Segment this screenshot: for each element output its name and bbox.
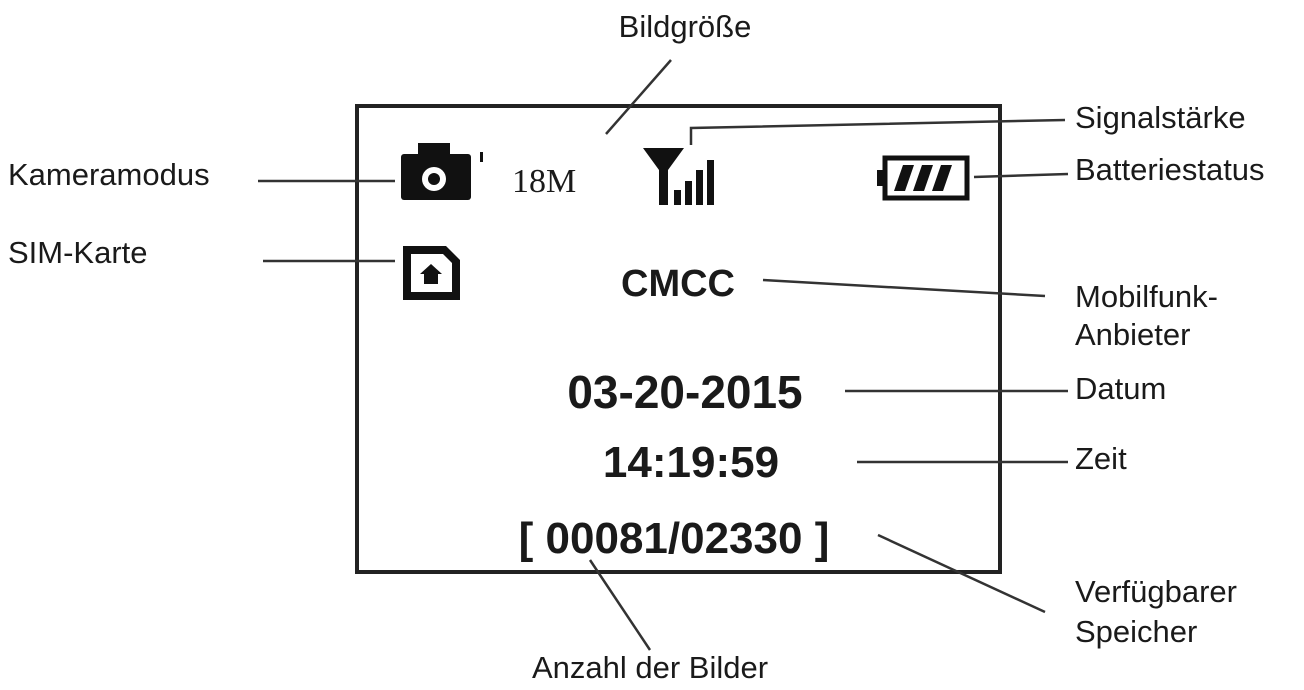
label-speicher-line1: Verfügbarer: [1075, 574, 1237, 609]
label-anzahl: Anzahl der Bilder: [532, 650, 768, 685]
label-mobilfunk-line1: Mobilfunk-: [1075, 279, 1218, 314]
leader-signalstaerke: [689, 118, 1066, 145]
leader-bildgroesse: [605, 59, 672, 135]
label-kameramodus: Kameramodus: [8, 157, 210, 192]
battery-icon: [877, 155, 970, 201]
label-signalstaerke: Signalstärke: [1075, 100, 1246, 135]
signal-strength-icon: [643, 148, 714, 205]
camera-icon: [401, 143, 483, 200]
time-value: 14:19:59: [603, 438, 779, 487]
label-sim-karte: SIM-Karte: [8, 235, 148, 270]
date-value: 03-20-2015: [567, 366, 802, 418]
image-counter: [ 00081/02330 ]: [519, 514, 830, 563]
label-mobilfunk-line2: Anbieter: [1075, 317, 1190, 352]
leader-speicher: [877, 533, 1046, 614]
label-zeit: Zeit: [1075, 441, 1127, 476]
leader-batteriestatus: [973, 172, 1069, 179]
lcd-screen-frame: [355, 104, 1002, 574]
carrier-name: CMCC: [621, 263, 735, 305]
leader-mobilfunk: [762, 278, 1046, 298]
label-batteriestatus: Batteriestatus: [1075, 152, 1265, 187]
label-bildgroesse: Bildgröße: [619, 9, 752, 44]
label-datum: Datum: [1075, 371, 1166, 406]
resolution-value: 18M: [512, 163, 576, 200]
sim-card-icon: [403, 246, 460, 300]
label-speicher-line2: Speicher: [1075, 614, 1197, 649]
leader-anzahl: [588, 559, 652, 651]
